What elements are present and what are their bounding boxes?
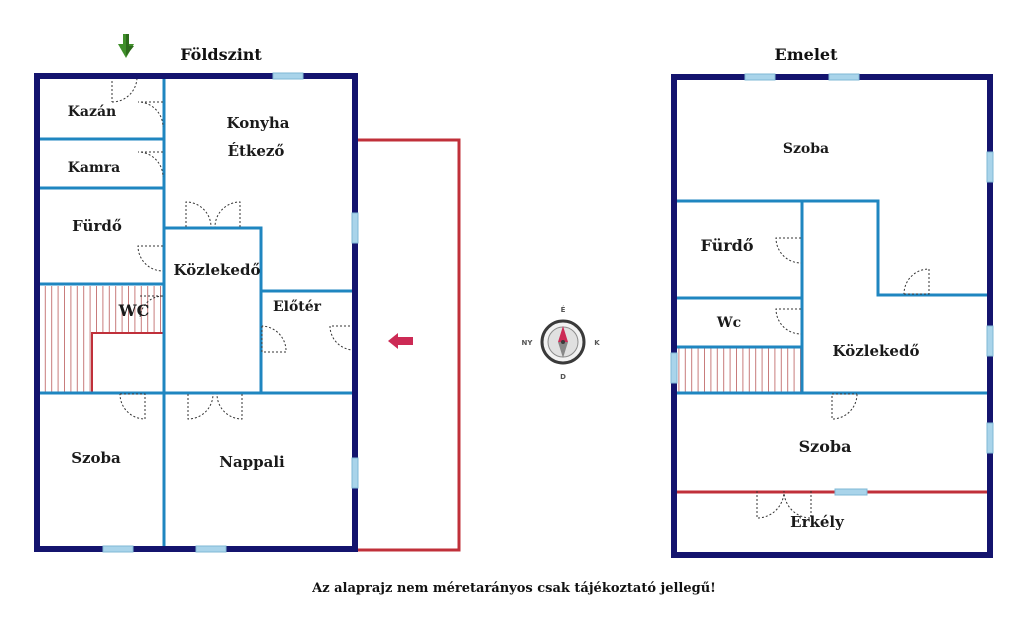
upper-floor-plan: Szoba Fürdő Wc Közlekedő Szoba Erkély <box>670 73 994 558</box>
room-szoba: Szoba <box>71 449 121 467</box>
upper-room-szoba-top: Szoba <box>783 141 829 157</box>
compass-icon: É D K NY <box>522 305 601 381</box>
compass-north: É <box>561 305 566 314</box>
room-konyha: Konyha <box>227 114 290 132</box>
room-wc: WC <box>118 301 150 320</box>
room-kozlekedo: Közlekedő <box>174 261 261 279</box>
ground-floor-plan: Kazán Kamra Konyha Étkező Fürdő Közleked… <box>34 72 461 553</box>
compass-west: NY <box>522 339 534 347</box>
compass-east: K <box>594 339 600 347</box>
upper-room-wc: Wc <box>716 315 741 331</box>
upper-stairs <box>677 348 801 393</box>
upper-room-kozlekedo: Közlekedő <box>833 342 920 360</box>
entry-arrow-icon <box>118 34 134 58</box>
room-etkezo: Étkező <box>228 142 285 160</box>
upper-room-szoba-bottom: Szoba <box>799 437 852 456</box>
entrance-arrow-icon <box>388 333 413 349</box>
compass-south: D <box>560 373 566 381</box>
terrace-outline <box>356 138 461 552</box>
upper-windows <box>670 73 994 496</box>
ground-floor-title: Földszint <box>180 45 262 64</box>
room-furdo: Fürdő <box>72 217 122 235</box>
ground-doors <box>111 76 355 420</box>
ground-windows <box>102 72 359 553</box>
room-nappali: Nappali <box>219 453 285 471</box>
ground-inner-walls <box>38 77 353 548</box>
upper-doors <box>756 237 930 519</box>
upper-floor-title: Emelet <box>775 45 839 64</box>
room-eloter: Előtér <box>273 299 322 315</box>
disclaimer-text: Az alaprajz nem méretarányos csak tájéko… <box>311 581 716 596</box>
upper-room-furdo: Fürdő <box>701 236 754 255</box>
room-kamra: Kamra <box>68 160 121 176</box>
upper-room-erkely: Erkély <box>790 513 845 531</box>
room-kazan: Kazán <box>68 104 116 120</box>
upper-inner-walls <box>676 199 988 395</box>
